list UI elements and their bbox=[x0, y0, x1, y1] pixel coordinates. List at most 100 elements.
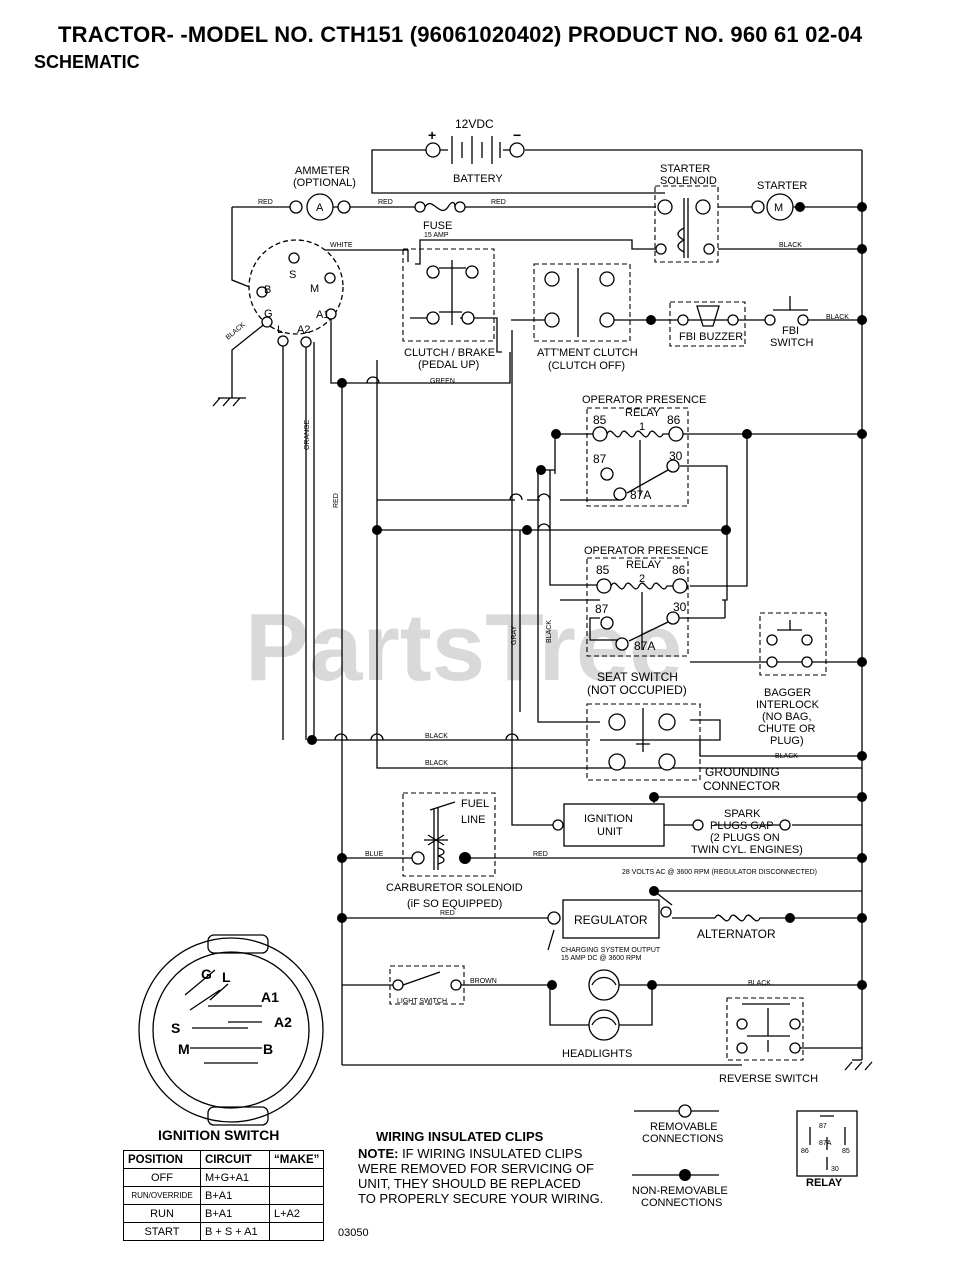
pedal-up-label: (PEDAL UP) bbox=[418, 359, 479, 371]
term-g: G bbox=[264, 308, 273, 320]
page-subtitle: SCHEMATIC bbox=[34, 52, 140, 72]
starter-label: STARTER bbox=[757, 180, 807, 192]
relay-legend-87: 87 bbox=[819, 1123, 827, 1130]
headlights-label: HEADLIGHTS bbox=[562, 1048, 632, 1060]
grounding-label-2: CONNECTOR bbox=[703, 779, 780, 793]
clutch-brake-label: CLUTCH / BRAKE bbox=[404, 347, 495, 359]
battery-voltage: 12VDC bbox=[455, 117, 494, 131]
watermark: PartsTree bbox=[245, 594, 683, 701]
wire-gray: GRAY bbox=[511, 625, 518, 645]
term-b: B bbox=[264, 284, 271, 296]
face-b: B bbox=[263, 1041, 273, 1057]
wires bbox=[212, 149, 873, 1071]
note-bold: NOTE: bbox=[358, 1146, 399, 1161]
legend-removable-2: CONNECTIONS bbox=[642, 1133, 723, 1145]
fbi-buzzer: FBI BUZZER bbox=[669, 301, 746, 347]
fuel-label-1: FUEL bbox=[461, 798, 489, 810]
wire-red-v: RED bbox=[333, 493, 340, 508]
carb-label-1: CARBURETOR SOLENOID bbox=[386, 882, 523, 894]
legend-removable-1: REMOVABLE bbox=[650, 1121, 718, 1133]
ammeter-label: AMMETER bbox=[295, 165, 350, 177]
starter-solenoid-label-2: SOLENOID bbox=[660, 175, 717, 187]
relay1-87: 87 bbox=[593, 452, 607, 466]
volts-note: 28 VOLTS AC @ 3600 RPM (REGULATOR DISCON… bbox=[622, 869, 817, 876]
relay1-85: 85 bbox=[593, 413, 607, 427]
relay2-87a: 87A bbox=[634, 639, 655, 653]
wire-black-v: BLACK bbox=[546, 620, 553, 643]
attachment-clutch-switch: ATT'MENT CLUTCH (CLUTCH OFF) bbox=[533, 263, 638, 372]
carburetor-solenoid: FUEL LINE CARBURETOR SOLENOID (iF SO EQU… bbox=[365, 792, 548, 917]
wire-brown: BROWN bbox=[470, 978, 497, 985]
spark-label-3: (2 PLUGS ON bbox=[710, 832, 780, 844]
clutch-brake-switch: CLUTCH / BRAKE (PEDAL UP) bbox=[402, 248, 495, 371]
table-cell bbox=[268, 1222, 325, 1241]
wire-orange: ORANGE bbox=[304, 419, 311, 450]
fbi-switch-label-2: SWITCH bbox=[770, 337, 813, 349]
light-switch: LIGHT SWITCH BROWN bbox=[389, 965, 497, 1005]
term-m: M bbox=[310, 283, 319, 295]
col-position: POSITION bbox=[123, 1150, 201, 1169]
table-cell: B + S + A1 bbox=[200, 1222, 270, 1241]
term-l: L bbox=[277, 324, 283, 336]
wire-red-2: RED bbox=[378, 199, 393, 206]
face-m: M bbox=[178, 1041, 190, 1057]
wire-black-ground: BLACK bbox=[425, 760, 448, 767]
operator-presence-relay-2: OPERATOR PRESENCE RELAY 2 85 86 87 30 87… bbox=[584, 545, 708, 657]
ignition-unit-label-2: UNIT bbox=[597, 826, 623, 838]
ignition-unit: IGNITION UNIT bbox=[552, 803, 665, 847]
starter-solenoid-label-1: STARTER bbox=[660, 163, 710, 175]
ignition-switch-table: POSITION CIRCUIT “MAKE” OFF M+G+A1 RUN/O… bbox=[123, 1150, 325, 1241]
table-header-row: POSITION CIRCUIT “MAKE” bbox=[123, 1150, 325, 1169]
relay2-87: 87 bbox=[595, 602, 609, 616]
wire-black-starter: BLACK bbox=[779, 242, 802, 249]
bagger-label-3: (NO BAG, bbox=[762, 711, 812, 723]
battery: 12VDC + − BATTERY bbox=[425, 117, 525, 185]
note-line-2: WERE REMOVED FOR SERVICING OF bbox=[358, 1161, 594, 1176]
note-line-4: TO PROPERLY SECURE YOUR WIRING. bbox=[358, 1191, 604, 1206]
reverse-switch-label: REVERSE SWITCH bbox=[719, 1073, 818, 1085]
charging-label-1: CHARGING SYSTEM OUTPUT bbox=[561, 947, 661, 954]
table-cell: M+G+A1 bbox=[200, 1168, 270, 1187]
junction-dots bbox=[307, 202, 867, 990]
reverse-switch: REVERSE SWITCH bbox=[719, 997, 818, 1085]
wire-white: WHITE bbox=[330, 242, 353, 249]
table-cell: B+A1 bbox=[200, 1186, 270, 1205]
face-l: L bbox=[222, 969, 231, 985]
ignition-switch-face: G L A1 A2 S M B bbox=[138, 934, 324, 1126]
bagger-label-4: CHUTE OR bbox=[758, 723, 816, 735]
seat-switch: SEAT SWITCH (NOT OCCUPIED) GROUNDING CON… bbox=[425, 670, 780, 793]
fuse-label: FUSE bbox=[423, 220, 452, 232]
wire-red-1: RED bbox=[258, 199, 273, 206]
grounding-label-1: GROUNDING bbox=[705, 765, 780, 779]
table-cell: OFF bbox=[123, 1168, 201, 1187]
fbi-switch: FBI SWITCH BLACK bbox=[764, 296, 849, 349]
fuse: FUSE 15 AMP bbox=[414, 201, 466, 239]
relay1-86: 86 bbox=[667, 413, 681, 427]
not-occupied-label: (NOT OCCUPIED) bbox=[587, 683, 687, 697]
relay-legend-87a: 87A bbox=[819, 1140, 832, 1147]
wire-black-fbi: BLACK bbox=[826, 314, 849, 321]
relay1-relay: RELAY bbox=[625, 407, 661, 419]
attment-clutch-label: ATT'MENT CLUTCH bbox=[537, 347, 638, 359]
wiring-note: WIRING INSULATED CLIPS NOTE: IF WIRING I… bbox=[358, 1129, 603, 1206]
alternator: ALTERNATOR bbox=[697, 914, 776, 941]
wire-black-seat: BLACK bbox=[425, 733, 448, 740]
term-a2: A2 bbox=[297, 324, 310, 336]
table-cell: L+A2 bbox=[268, 1204, 325, 1223]
legend-nonremovable-2: CONNECTIONS bbox=[641, 1197, 722, 1209]
table-row: RUN/OVERRIDE B+A1 bbox=[123, 1186, 325, 1205]
term-a1: A1 bbox=[316, 309, 329, 321]
table-cell: B+A1 bbox=[200, 1204, 270, 1223]
wire-blue: BLUE bbox=[365, 851, 384, 858]
relay-legend-85: 85 bbox=[842, 1148, 850, 1155]
drawing-code: 03050 bbox=[338, 1227, 369, 1239]
spark-label-2: PLUGS GAP bbox=[710, 820, 774, 832]
wire-black-lights: BLACK bbox=[748, 980, 771, 987]
fbi-buzzer-label: FBI BUZZER bbox=[679, 331, 743, 343]
table-cell: START bbox=[123, 1222, 201, 1241]
fuel-label-2: LINE bbox=[461, 814, 485, 826]
note-title: WIRING INSULATED CLIPS bbox=[376, 1129, 544, 1144]
alternator-label: ALTERNATOR bbox=[697, 927, 776, 941]
starter-m: M bbox=[774, 202, 783, 214]
seat-switch-label: SEAT SWITCH bbox=[597, 670, 678, 684]
